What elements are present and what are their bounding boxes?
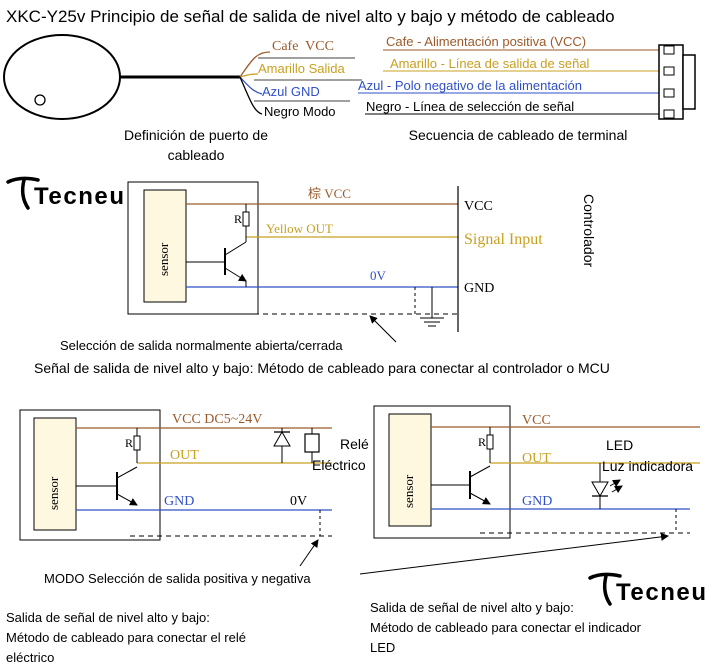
zero-v-label: 0V [290, 494, 307, 509]
out-wire-label: OUT [522, 451, 551, 466]
pin-gnd: GND [464, 281, 494, 296]
vcc-wire-label: VCC DC5~24V [172, 412, 262, 427]
wire-yellow [239, 73, 259, 78]
terminal-sequence-caption: Secuencia de cableado de terminal [409, 127, 628, 143]
relay-caption-2: Método de cableado para conectar el relé [6, 630, 246, 645]
selection-note: Selección de salida normalmente abierta/… [60, 338, 343, 353]
led-label-2: Luz indicadora [602, 458, 693, 474]
terminal-label-out: Amarillo - Línea de salida de señal [390, 56, 590, 71]
brand-text: Tecneu [616, 579, 706, 606]
led-diode [591, 481, 609, 498]
terminal-label-mode: Negro - Línea de selección de señal [366, 99, 574, 114]
relay-label-1: Relé [340, 436, 369, 452]
gnd-wire-label: 0V [370, 268, 387, 283]
terminal-connector [658, 44, 696, 120]
gnd-wire-label: GND [522, 494, 552, 509]
page-title: XKC-Y25v Principio de señal de salida de… [6, 7, 615, 26]
resistor-label: R [125, 436, 133, 450]
relay-caption-1: Salida de señal de nivel alto y bajo: [6, 610, 210, 625]
out-wire-label: Yellow OUT [266, 221, 333, 236]
round-sensor [3, 34, 121, 120]
out-wire-label: OUT [170, 448, 199, 463]
controller-label: Controlador [581, 194, 597, 267]
port-definition-caption-1: Definición de puerto de [124, 127, 268, 143]
relay-caption-3: eléctrico [6, 650, 54, 665]
led-caption-1: Salida de señal de nivel alto y bajo: [370, 600, 574, 615]
terminal-label-vcc: Cafe - Alimentación positiva (VCC) [386, 34, 586, 49]
relay-label-2: Eléctrico [312, 457, 366, 473]
port-definition-caption-2: cableado [168, 147, 225, 163]
brand-text: Tecneu [34, 183, 124, 210]
led-circuit: sensor R VCC OUT GND LED Luz indicadora [373, 405, 700, 539]
sensor-board [143, 189, 187, 303]
relay-circuit: sensor R VCC DC5~24V OUT GND 0V Relé Elé… [19, 409, 369, 541]
sensor-label: sensor [401, 474, 416, 508]
resistor-label: R [234, 212, 242, 226]
relay-coil [304, 433, 320, 453]
wire-black [239, 76, 263, 115]
vcc-wire-label: 棕 VCC [308, 186, 351, 201]
brand-logo: Tecneu [588, 572, 706, 606]
brand-logo: Tecneu [6, 176, 124, 210]
wire-label-brown: Cafe VCC [272, 39, 334, 54]
sensor-board [388, 413, 432, 527]
mode-note: MODO Selección de salida positiva y nega… [44, 571, 311, 586]
pin-signal: Signal Input [464, 231, 543, 248]
sensor-board [33, 417, 77, 531]
sensor-label: sensor [156, 242, 171, 276]
wire-label-black: Negro Modo [264, 104, 336, 119]
led-label-1: LED [606, 437, 633, 453]
mcu-caption: Señal de salida de nivel alto y bajo: Mé… [34, 360, 610, 376]
wire-label-blue: Azul GND [262, 84, 320, 99]
mcu-circuit: sensor R 棕 VCC Yellow OUT 0V VCC Signal … [127, 181, 597, 343]
wire-label-yellow: Amarillo Salida [258, 61, 345, 76]
led-caption-3: LED [370, 640, 395, 655]
resistor-label: R [478, 435, 486, 449]
terminal-label-gnd: Azul - Polo negativo de la alimentación [358, 78, 582, 93]
wire-blue [239, 76, 263, 95]
wire-brown [239, 51, 271, 78]
sensor-label: sensor [46, 476, 61, 510]
vcc-wire-label: VCC [522, 413, 551, 428]
led-caption-2: Método de cableado para conectar el indi… [370, 620, 642, 635]
gnd-wire-label: GND [164, 494, 194, 509]
pin-vcc: VCC [464, 199, 493, 214]
